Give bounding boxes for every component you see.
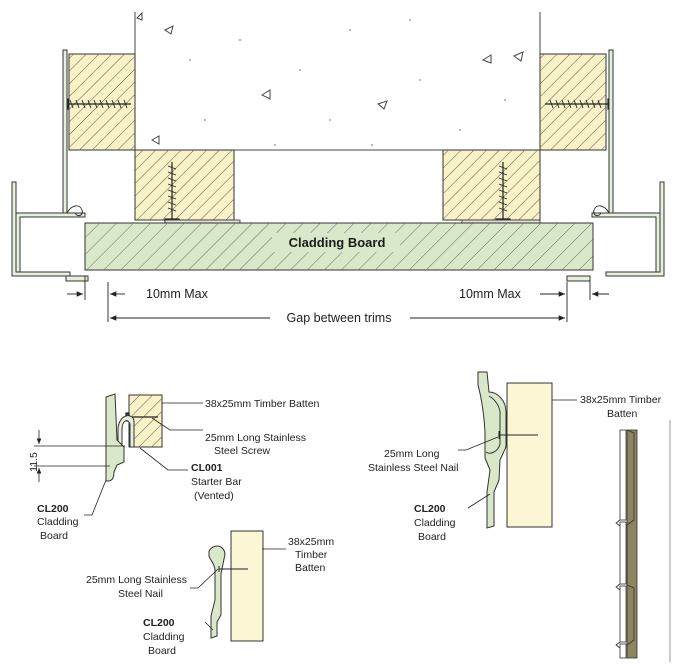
trim-left: [11, 49, 89, 282]
starter-code: CL001: [191, 462, 223, 474]
nail-icon: [218, 566, 248, 572]
small-board-code: CL200: [143, 617, 175, 629]
large-board-name-2: Board: [418, 531, 446, 543]
small-batten-label-3: Batten: [295, 562, 326, 574]
small-board-name-2: Board: [148, 645, 176, 657]
gap-left-label: 10mm Max: [146, 287, 209, 301]
small-batten-label-1: 38x25mm: [288, 536, 334, 548]
starter-board-name-1: Cladding: [37, 516, 79, 528]
dimension-label: 11.5: [28, 452, 40, 472]
starter-name-2: (Vented): [194, 490, 234, 502]
main-section: Cladding Board 10mm Max: [11, 0, 665, 325]
small-cladding-board: [208, 545, 226, 639]
starter-batten-label: 38x25mm Timber Batten: [205, 398, 320, 410]
small-board-name-1: Cladding: [143, 631, 185, 643]
small-batten-label-2: Timber: [295, 549, 328, 561]
trim-right: [566, 49, 665, 282]
starter-bar: [117, 415, 135, 448]
concrete-wall: [134, 0, 541, 151]
large-batten-label-1: 38x25mm Timber: [580, 394, 662, 406]
starter-name-1: Starter Bar: [191, 476, 242, 488]
large-batten-label-2: Batten: [607, 408, 638, 420]
large-timber-batten: [506, 382, 553, 528]
cladding-elevation: [615, 420, 671, 662]
dimension-gap-right: [540, 281, 609, 322]
starter-board-code: CL200: [37, 503, 69, 515]
large-cladding-board: [477, 371, 507, 529]
nail-detail-small: 38x25mm Timber Batten 25mm Long Stainles…: [86, 530, 334, 657]
large-nail-label-2: Stainless Steel Nail: [368, 462, 458, 474]
dimension-11-5: [34, 430, 125, 482]
gap-between-label: Gap between trims: [287, 311, 392, 325]
cladding-board-label: Cladding Board: [289, 235, 386, 250]
large-nail-label-1: 25mm Long: [384, 448, 440, 460]
small-nail-label-2: Steel Nail: [118, 588, 163, 600]
starter-screw-label-1: 25mm Long Stainless: [205, 432, 306, 444]
small-timber-batten: [230, 530, 264, 642]
starter-board-name-2: Board: [40, 530, 68, 542]
dimension-gap-left: [67, 276, 125, 322]
gap-right-label: 10mm Max: [459, 287, 522, 301]
starter-cladding-board: [105, 393, 125, 482]
nail-icon: [498, 431, 538, 439]
starter-bar-detail: 11.5 38x25mm Timber Batten 25mm Long Sta…: [28, 393, 320, 542]
starter-screw-label-2: Steel Screw: [214, 445, 270, 457]
large-board-code: CL200: [414, 503, 446, 515]
large-board-name-1: Cladding: [414, 517, 456, 529]
nail-detail-large: 38x25mm Timber Batten 25mm Long Stainles…: [368, 371, 662, 543]
small-nail-label-1: 25mm Long Stainless: [86, 574, 187, 586]
